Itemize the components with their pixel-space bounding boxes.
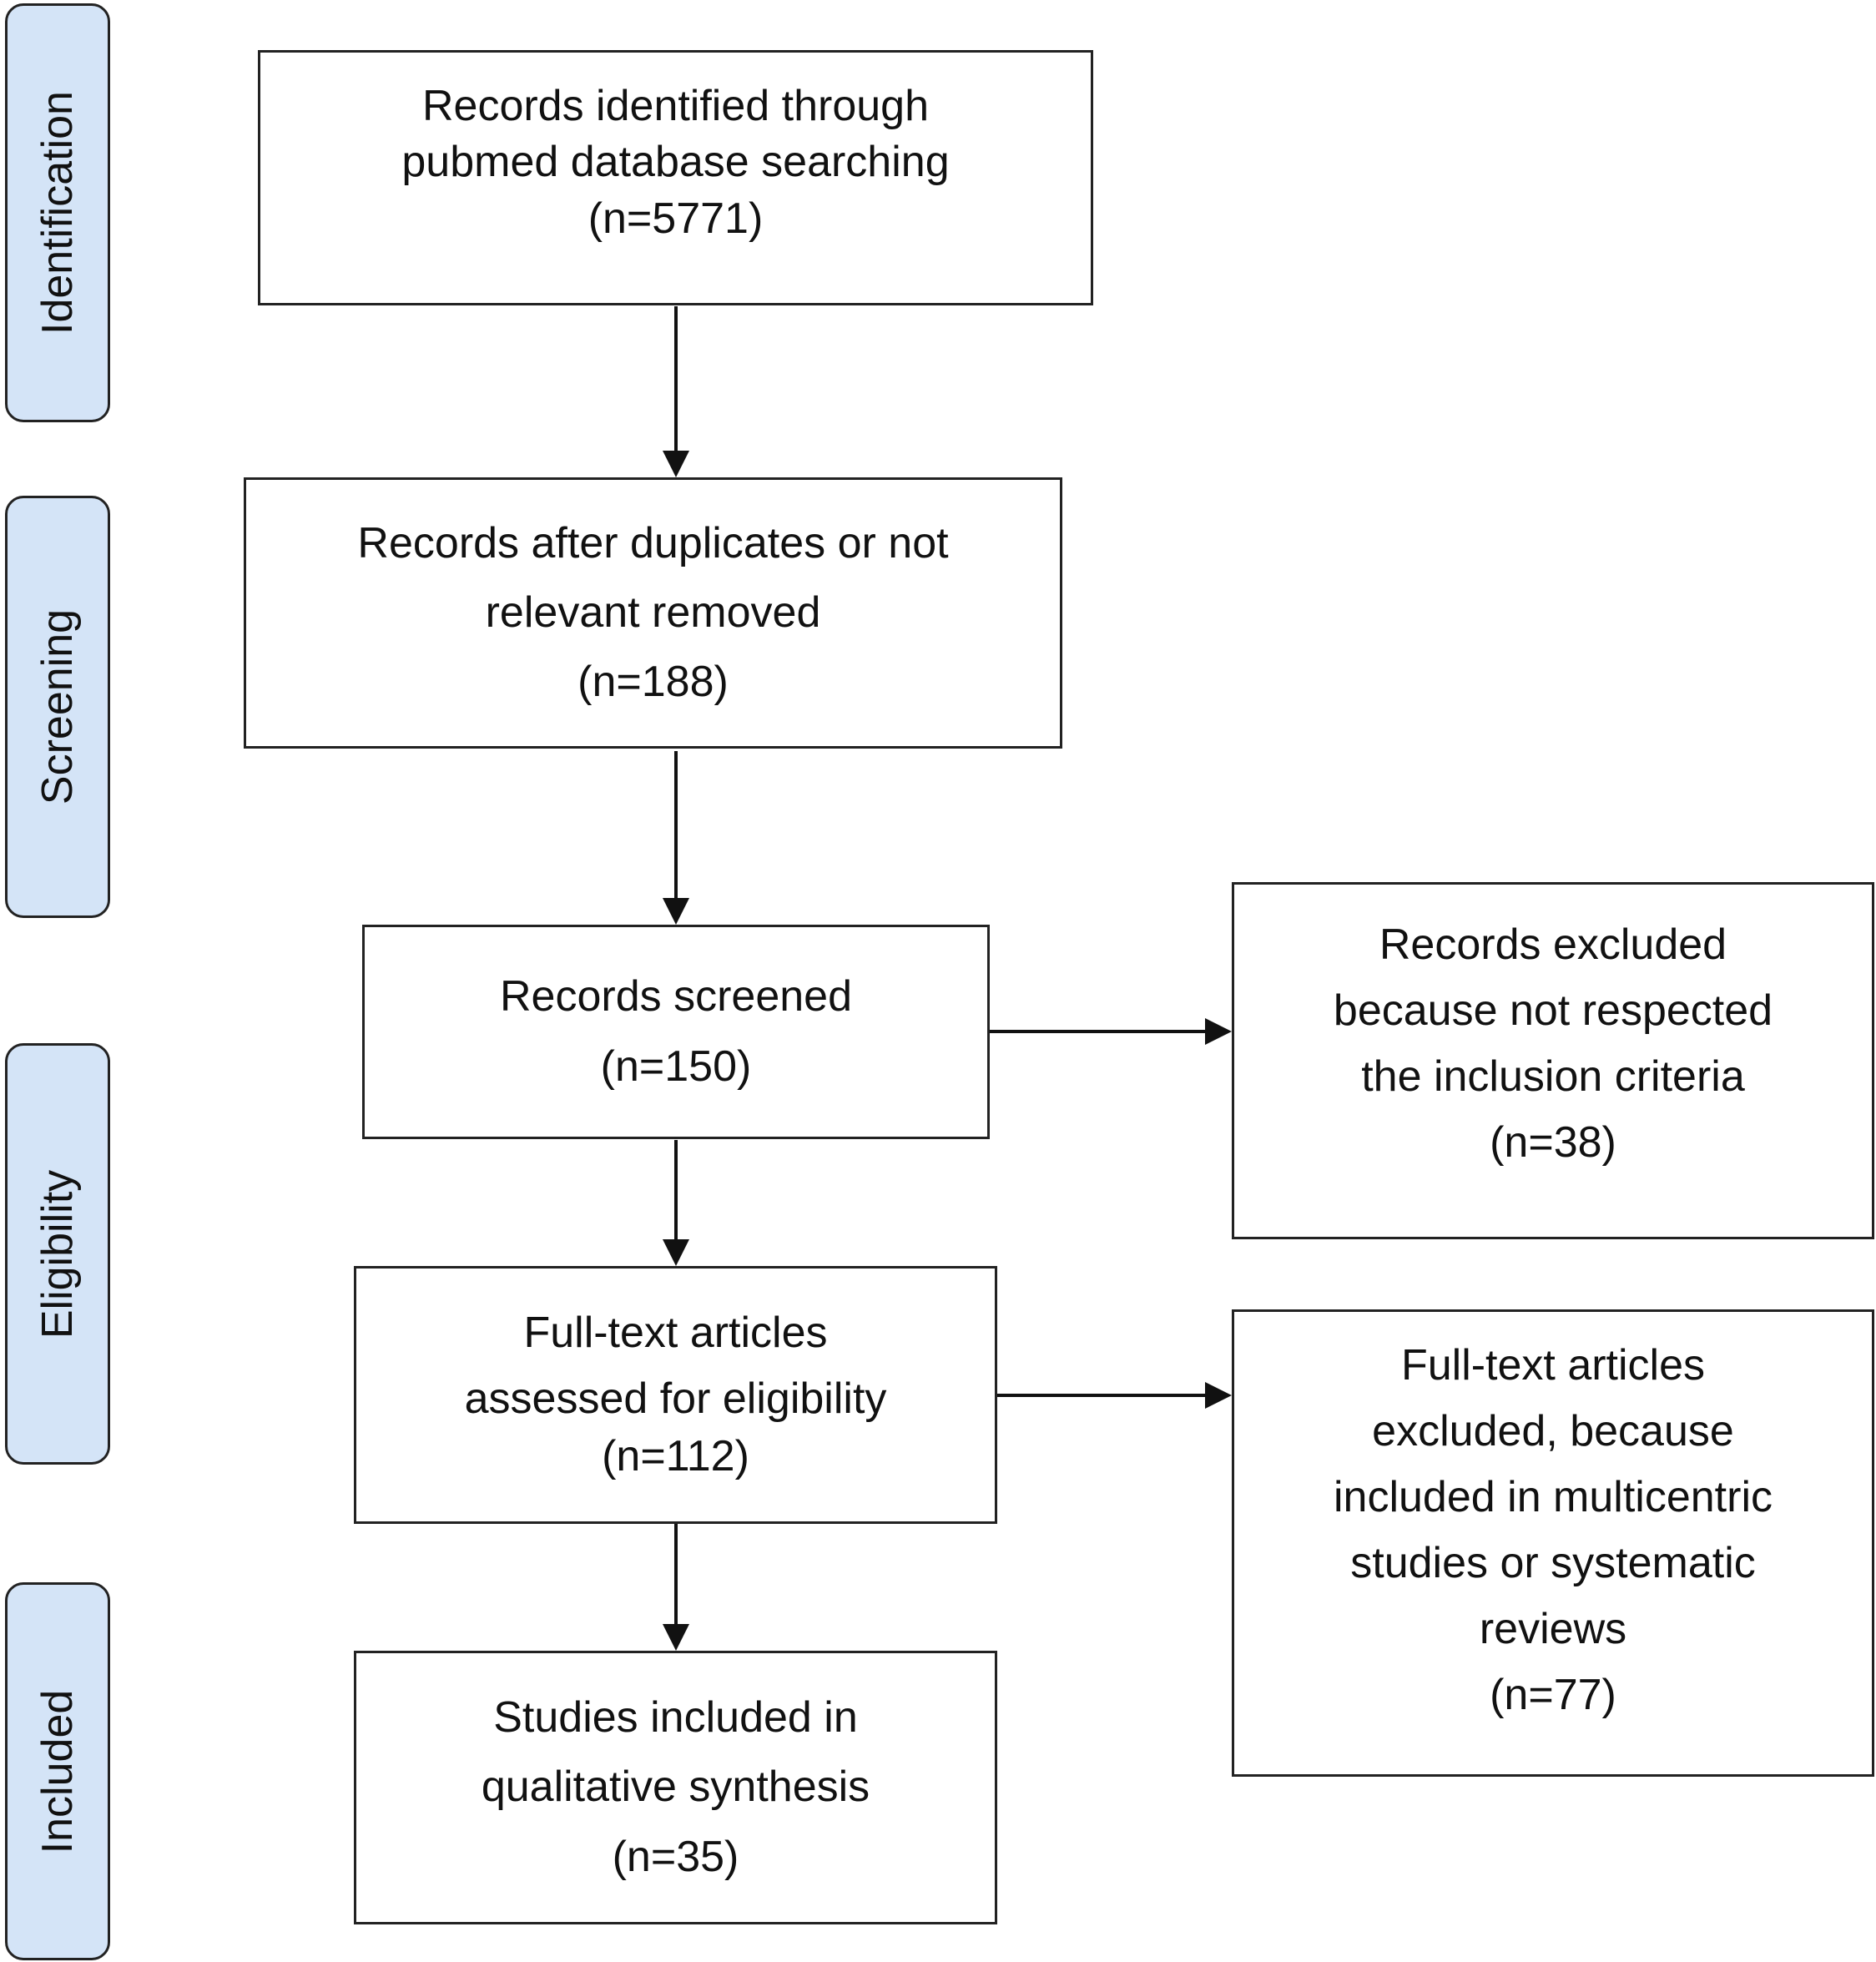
records-excluded-line-3: the inclusion criteria [1361,1052,1745,1101]
after-duplicates-line-1: Records after duplicates or not [357,518,949,567]
studies-included-line-1: Studies included in [493,1693,858,1743]
fulltext-excluded-line-3: included in multicentric [1333,1472,1773,1521]
records-screened-line-1: Records screened [500,972,852,1021]
arrowhead-down-3 [663,1239,689,1266]
fulltext-excluded-line-5: reviews [1479,1605,1627,1654]
stage-screening: Screening [5,496,110,918]
records-identified-line-1: Records identified through [421,82,930,131]
records-screened-count: (n=150) [600,1042,752,1091]
records-excluded-line-1: Records excluded [1379,920,1727,969]
fulltext-excluded-count: (n=77) [1490,1671,1616,1720]
stage-identification: Identification [5,3,110,422]
fulltext-excluded-line-2: excluded, because [1372,1406,1734,1455]
stage-eligibility: Eligibility [5,1043,110,1465]
arrowhead-down-2 [663,898,689,925]
box-studies-included: Studies included in qualitative synthesi… [354,1651,997,1924]
records-excluded-count: (n=38) [1490,1118,1616,1168]
fulltext-excluded-line-1: Full-text articles [1400,1340,1706,1390]
after-duplicates-count: (n=188) [577,658,729,707]
arrowhead-right-1 [1205,1018,1232,1045]
box-fulltext-assessed: Full-text articles assessed for eligibil… [354,1266,997,1524]
after-duplicates-line-2: relevant removed [485,588,821,637]
box-records-after-duplicates: Records after duplicates or not relevant… [244,477,1062,749]
records-identified-count: (n=5771) [588,194,764,243]
records-identified-line-2: pubmed database searching [401,138,950,187]
box-records-screened: Records screened (n=150) [362,925,990,1139]
records-excluded-line-2: because not respected [1333,986,1773,1035]
box-records-identified: Records identified through pubmed databa… [258,50,1093,305]
arrowhead-right-2 [1205,1382,1232,1409]
arrowhead-down-1 [663,451,689,477]
studies-included-count: (n=35) [612,1832,739,1881]
fulltext-assessed-line-2: assessed for eligibility [464,1374,887,1423]
studies-included-line-2: qualitative synthesis [481,1763,870,1812]
fulltext-assessed-line-1: Full-text articles [523,1308,828,1357]
box-records-excluded: Records excluded because not respected t… [1232,882,1874,1239]
arrowhead-down-4 [663,1624,689,1651]
fulltext-assessed-count: (n=112) [602,1432,749,1481]
stage-included: Included [5,1582,110,1960]
fulltext-excluded-line-4: studies or systematic [1350,1539,1756,1587]
box-fulltext-excluded: Full-text articles excluded, because inc… [1232,1309,1874,1777]
